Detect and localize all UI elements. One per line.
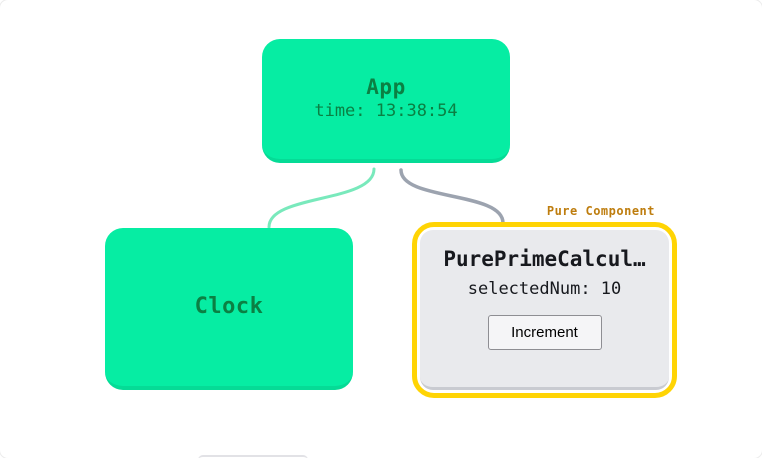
clock-node-title: Clock (194, 294, 264, 320)
edge-app-to-clock (267, 167, 376, 229)
edge-app-to-pure (399, 168, 505, 225)
app-component-node: App time: 13:38:54 (262, 39, 510, 163)
pure-node-title: PurePrimeCalcul… (443, 247, 646, 271)
app-node-title: App (366, 74, 406, 99)
app-node-state: time: 13:38:54 (314, 101, 458, 122)
cutoff-bottom-node (198, 455, 308, 458)
clock-component-node: Clock (105, 228, 353, 390)
pure-node-body: PurePrimeCalcul… selectedNum: 10 Increme… (420, 230, 669, 390)
increment-button[interactable]: Increment (487, 315, 602, 351)
pure-component-badge: Pure Component (546, 204, 655, 218)
pure-prime-calculator-node: PurePrimeCalcul… selectedNum: 10 Increme… (412, 222, 677, 398)
pure-node-state: selectedNum: 10 (467, 279, 622, 300)
